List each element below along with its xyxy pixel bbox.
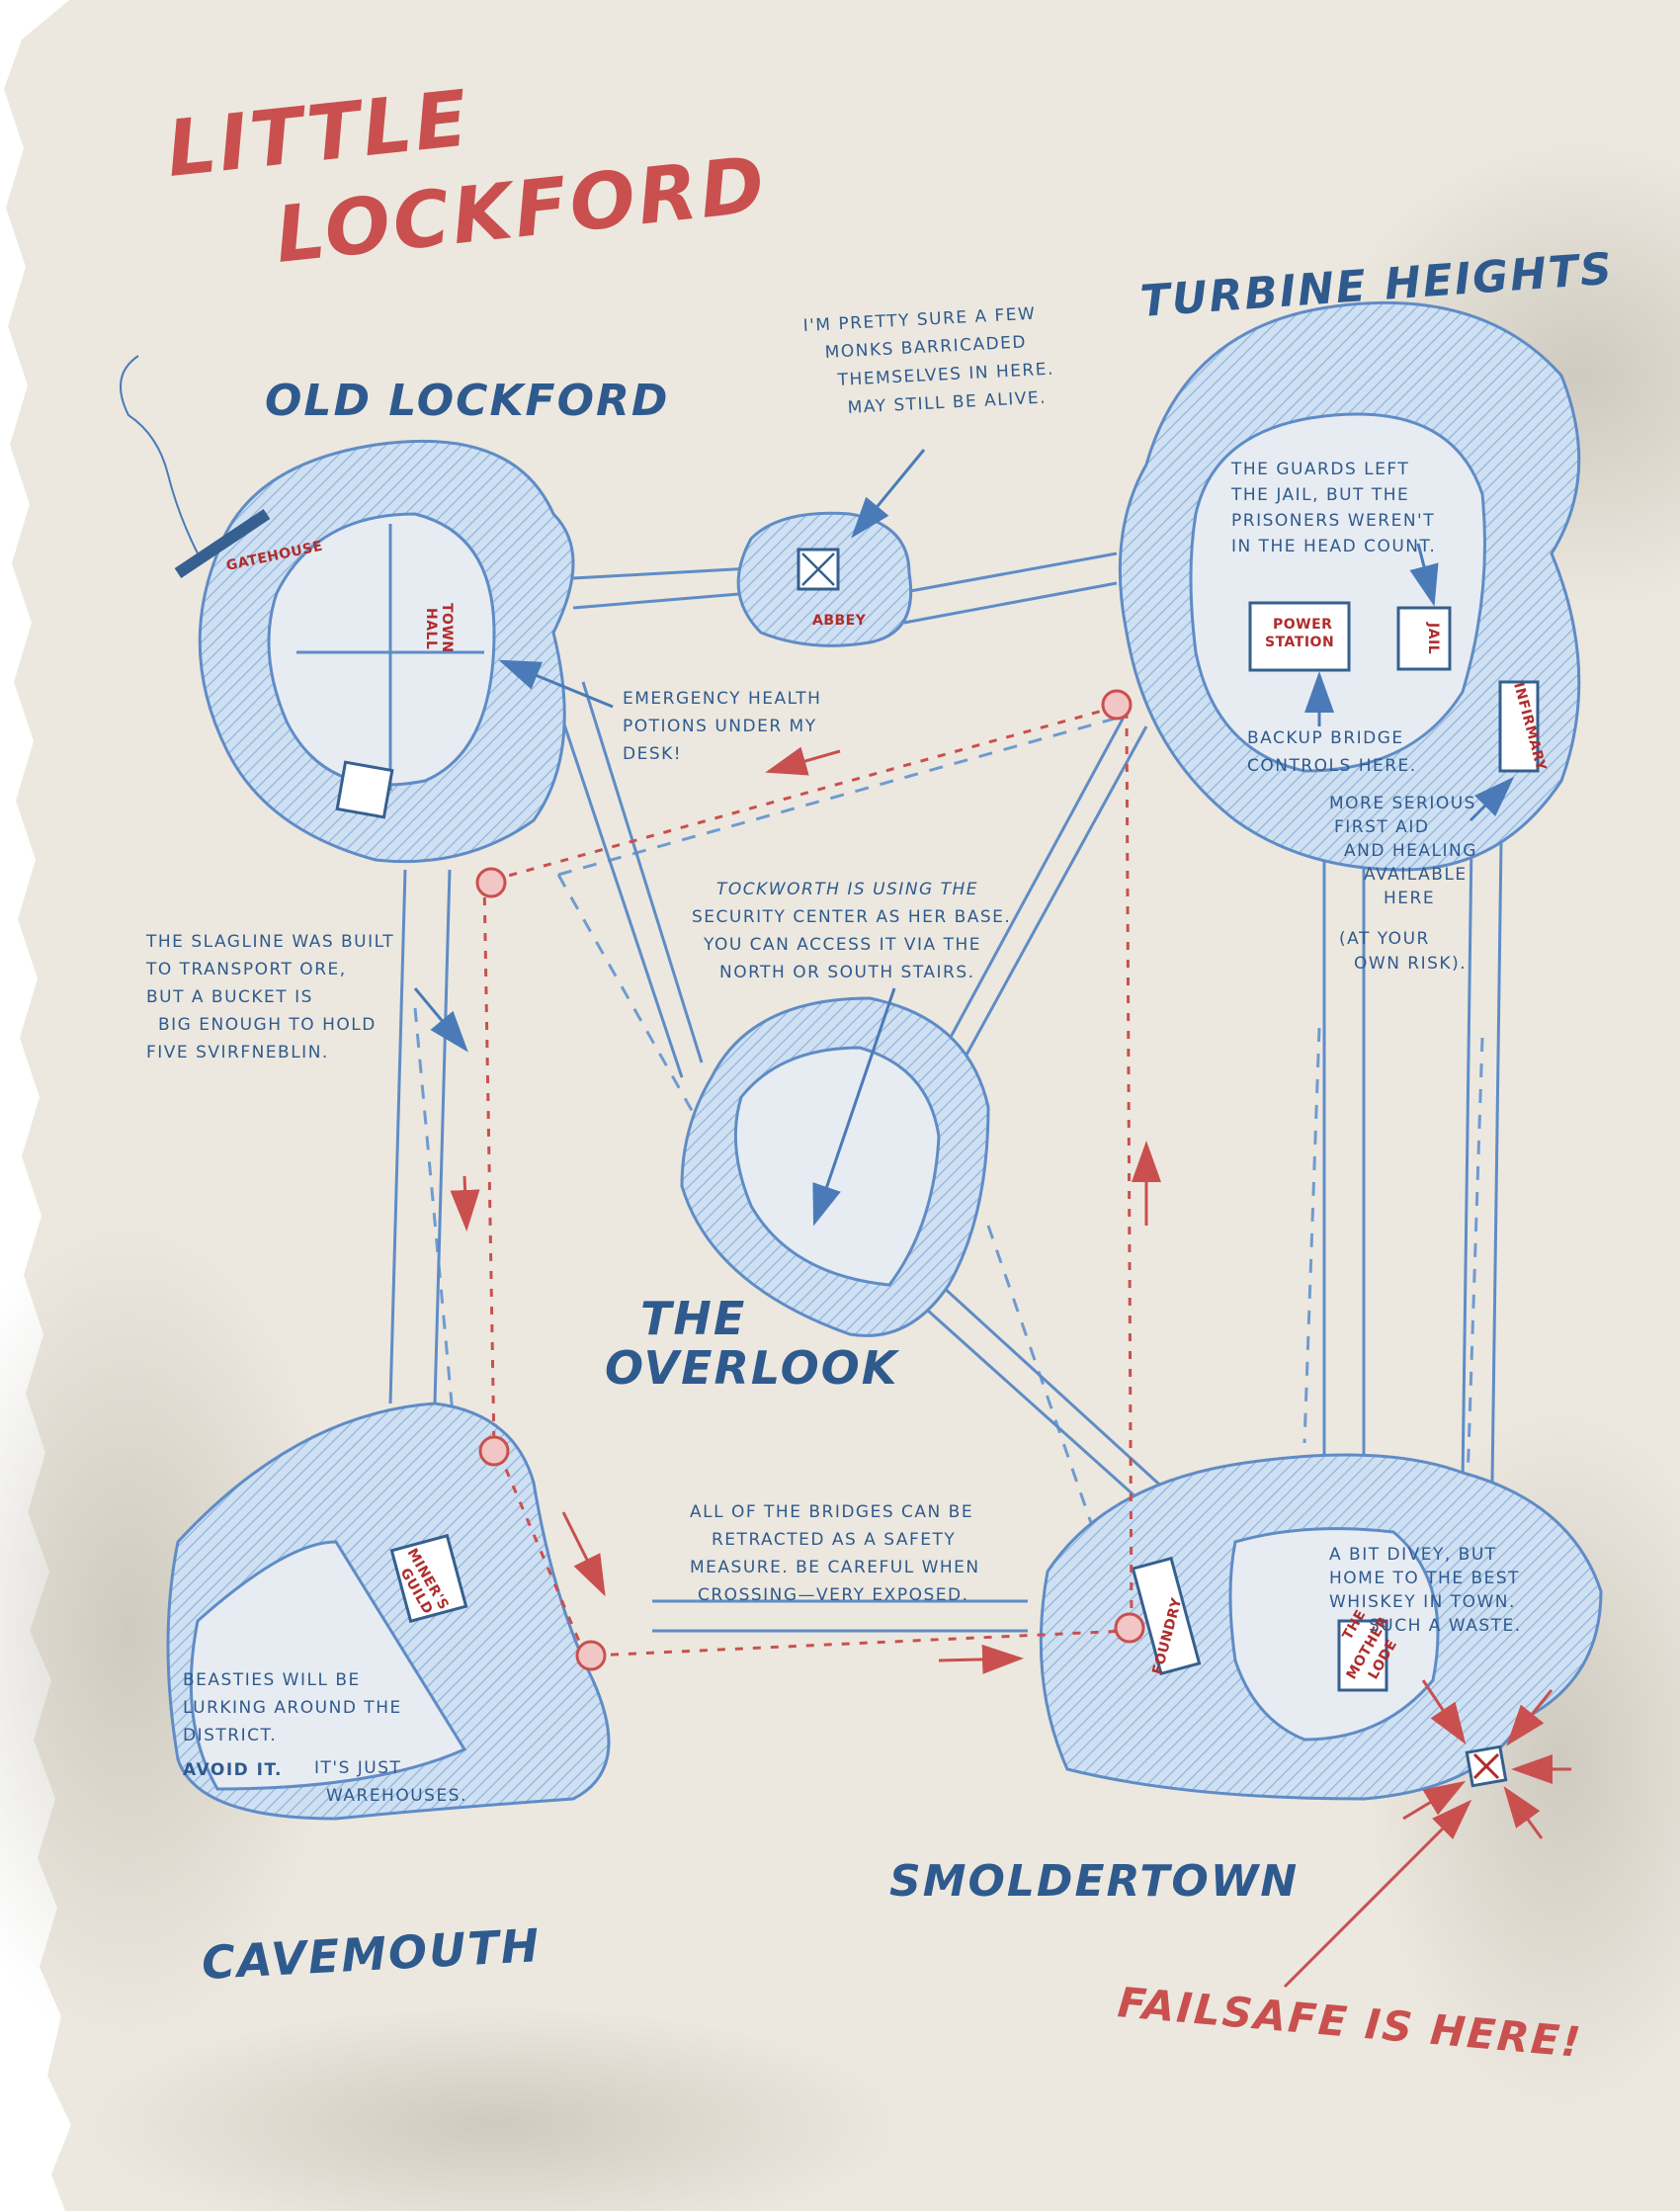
note-first-aid: MORE SERIOUS FIRST AID AND HEALING AVAIL… xyxy=(1329,794,1477,908)
district-label-overlook-1: THE xyxy=(640,1292,746,1345)
slagline-route xyxy=(450,705,1161,1674)
svg-text:DESK!: DESK! xyxy=(623,744,682,764)
wavy-line xyxy=(120,355,199,554)
svg-text:RETRACTED AS A SAFETY: RETRACTED AS A SAFETY xyxy=(712,1530,956,1550)
svg-text:IN THE HEAD COUNT.: IN THE HEAD COUNT. xyxy=(1231,537,1436,556)
svg-text:ALL OF THE BRIDGES CAN BE: ALL OF THE BRIDGES CAN BE xyxy=(690,1502,973,1522)
svg-text:POTIONS UNDER MY: POTIONS UNDER MY xyxy=(623,717,817,736)
note-bridges: ALL OF THE BRIDGES CAN BE RETRACTED AS A… xyxy=(690,1502,980,1605)
building-label-power-station-2: STATION xyxy=(1265,635,1334,650)
svg-text:SECURITY CENTER AS HER BASE.: SECURITY CENTER AS HER BASE. xyxy=(692,907,1011,927)
svg-text:CONTROLS HERE.: CONTROLS HERE. xyxy=(1247,756,1417,776)
svg-text:AND HEALING: AND HEALING xyxy=(1344,841,1477,861)
svg-text:THE SLAGLINE WAS BUILT: THE SLAGLINE WAS BUILT xyxy=(145,932,394,952)
svg-text:WHISKEY IN TOWN.: WHISKEY IN TOWN. xyxy=(1329,1592,1516,1612)
svg-text:YOU CAN ACCESS IT VIA THE: YOU CAN ACCESS IT VIA THE xyxy=(703,935,981,955)
building-label-abbey: ABBEY xyxy=(812,613,867,629)
svg-text:BUT A BUCKET IS: BUT A BUCKET IS xyxy=(146,987,313,1007)
note-tockworth: TOCKWORTH IS USING THE SECURITY CENTER A… xyxy=(692,880,1011,982)
svg-text:TO TRANSPORT ORE,: TO TRANSPORT ORE, xyxy=(145,960,347,979)
note-own-risk: (AT YOUR OWN RISK). xyxy=(1339,929,1467,974)
svg-text:OWN RISK).: OWN RISK). xyxy=(1354,954,1467,974)
building-label-jail: JAIL xyxy=(1425,622,1441,654)
svg-text:THE GUARDS LEFT: THE GUARDS LEFT xyxy=(1230,460,1409,479)
svg-text:DISTRICT.: DISTRICT. xyxy=(183,1726,277,1745)
svg-text:NORTH OR SOUTH STAIRS.: NORTH OR SOUTH STAIRS. xyxy=(719,963,975,982)
svg-text:AVOID IT.: AVOID IT. xyxy=(183,1760,283,1780)
svg-text:TOCKWORTH IS USING THE: TOCKWORTH IS USING THE xyxy=(716,880,978,899)
note-backup-controls: BACKUP BRIDGE CONTROLS HERE. xyxy=(1247,728,1417,776)
svg-text:EMERGENCY HEALTH: EMERGENCY HEALTH xyxy=(623,689,821,709)
svg-text:MORE SERIOUS: MORE SERIOUS xyxy=(1329,794,1476,813)
svg-text:SUCH A WASTE.: SUCH A WASTE. xyxy=(1369,1616,1522,1636)
district-turbine-heights xyxy=(1118,300,1581,872)
svg-text:BIG ENOUGH TO HOLD: BIG ENOUGH TO HOLD xyxy=(158,1015,377,1035)
building-label-town-hall-1: TOWN xyxy=(439,603,455,653)
svg-text:THE JAIL, BUT THE: THE JAIL, BUT THE xyxy=(1230,485,1409,505)
svg-text:(AT YOUR: (AT YOUR xyxy=(1339,929,1430,949)
district-old-lockford xyxy=(198,439,575,864)
note-pointers xyxy=(413,449,1515,1227)
district-cavemouth xyxy=(166,1402,611,1821)
note-potions: EMERGENCY HEALTH POTIONS UNDER MY DESK! xyxy=(623,689,821,764)
failsafe-marker xyxy=(1283,1679,1571,1989)
svg-text:WAREHOUSES.: WAREHOUSES. xyxy=(326,1786,467,1806)
svg-text:IT'S JUST: IT'S JUST xyxy=(314,1758,401,1778)
svg-text:MEASURE. BE CAREFUL WHEN: MEASURE. BE CAREFUL WHEN xyxy=(690,1558,980,1577)
svg-text:BACKUP BRIDGE: BACKUP BRIDGE xyxy=(1247,728,1404,748)
note-beasties: BEASTIES WILL BE LURKING AROUND THE DIST… xyxy=(183,1670,467,1806)
note-divey: A BIT DIVEY, BUT HOME TO THE BEST WHISKE… xyxy=(1329,1545,1522,1636)
note-slagline: THE SLAGLINE WAS BUILT TO TRANSPORT ORE,… xyxy=(145,932,394,1063)
gatehouse-wall xyxy=(174,509,271,578)
building-label-power-station-1: POWER xyxy=(1273,617,1332,633)
svg-text:AVAILABLE: AVAILABLE xyxy=(1364,865,1468,885)
svg-text:A BIT DIVEY, BUT: A BIT DIVEY, BUT xyxy=(1329,1545,1497,1565)
svg-text:HOME TO THE BEST: HOME TO THE BEST xyxy=(1329,1569,1520,1588)
svg-text:CROSSING—VERY EXPOSED.: CROSSING—VERY EXPOSED. xyxy=(698,1585,968,1605)
note-guards: THE GUARDS LEFT THE JAIL, BUT THE PRISON… xyxy=(1230,460,1436,556)
district-abbey xyxy=(736,511,913,647)
svg-text:FIVE SVIRFNEBLIN.: FIVE SVIRFNEBLIN. xyxy=(146,1043,329,1063)
svg-text:LURKING AROUND THE: LURKING AROUND THE xyxy=(183,1698,402,1718)
building-label-town-hall-2: HALL xyxy=(423,608,439,649)
district-label-old-lockford: OLD LOCKFORD xyxy=(265,376,669,426)
svg-text:PRISONERS WEREN'T: PRISONERS WEREN'T xyxy=(1231,511,1435,531)
svg-text:BEASTIES WILL BE: BEASTIES WILL BE xyxy=(183,1670,361,1690)
svg-text:FIRST AID: FIRST AID xyxy=(1334,817,1429,837)
svg-text:HERE: HERE xyxy=(1384,889,1435,908)
district-label-smoldertown: SMOLDERTOWN xyxy=(889,1856,1299,1907)
slagline-station xyxy=(475,689,1145,1671)
district-label-overlook-2: OVERLOOK xyxy=(605,1341,900,1395)
paper-stain xyxy=(79,2006,909,2211)
